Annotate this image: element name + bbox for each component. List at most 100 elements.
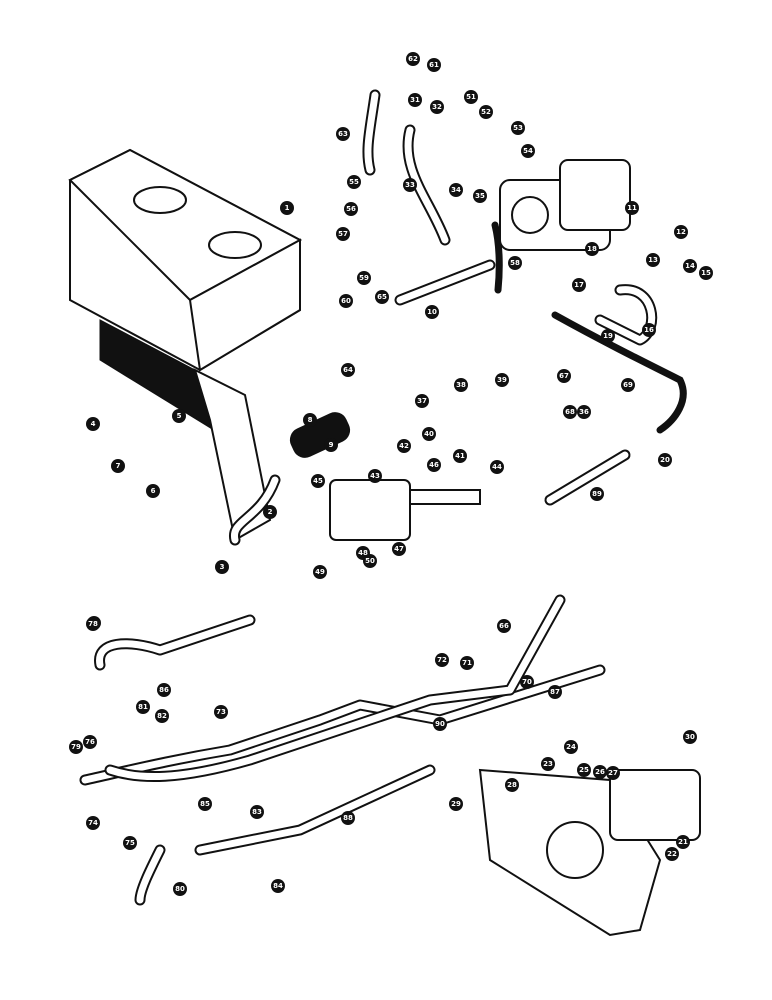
callout-79: 79 xyxy=(69,740,83,754)
callout-32: 32 xyxy=(430,100,444,114)
callout-16: 16 xyxy=(642,323,656,337)
callout-label: 71 xyxy=(462,659,472,667)
callout-11: 11 xyxy=(625,201,639,215)
callout-label: 64 xyxy=(343,366,353,374)
hydraulic-hoses xyxy=(289,221,687,458)
callout-13: 13 xyxy=(646,253,660,267)
callout-label: 39 xyxy=(497,376,507,384)
callout-38: 38 xyxy=(454,378,468,392)
callout-label: 26 xyxy=(595,768,605,776)
callout-49: 49 xyxy=(313,565,327,579)
callout-label: 6 xyxy=(151,487,156,495)
callout-label: 81 xyxy=(138,703,148,711)
callout-24: 24 xyxy=(564,740,578,754)
callout-69: 69 xyxy=(621,378,635,392)
callout-72: 72 xyxy=(435,653,449,667)
callout-label: 80 xyxy=(175,885,185,893)
callout-60: 60 xyxy=(339,294,353,308)
callout-label: 12 xyxy=(676,228,686,236)
callout-73: 73 xyxy=(214,705,228,719)
callout-label: 82 xyxy=(157,712,167,720)
callout-label: 58 xyxy=(510,259,520,267)
callout-19: 19 xyxy=(601,329,615,343)
callout-62: 62 xyxy=(406,52,420,66)
callout-36: 36 xyxy=(577,405,591,419)
callout-25: 25 xyxy=(577,763,591,777)
callout-22: 22 xyxy=(665,847,679,861)
callout-61: 61 xyxy=(427,58,441,72)
callout-31: 31 xyxy=(408,93,422,107)
callout-12: 12 xyxy=(674,225,688,239)
callout-59: 59 xyxy=(357,271,371,285)
callout-label: 85 xyxy=(200,800,210,808)
callout-67: 67 xyxy=(557,369,571,383)
callout-label: 62 xyxy=(408,55,418,63)
callout-label: 14 xyxy=(685,262,695,270)
callout-label: 23 xyxy=(543,760,553,768)
callout-label: 46 xyxy=(429,461,439,469)
callout-5: 5 xyxy=(172,409,186,423)
callout-7: 7 xyxy=(111,459,125,473)
callout-label: 17 xyxy=(574,281,584,289)
callout-76: 76 xyxy=(83,735,97,749)
callout-label: 72 xyxy=(437,656,447,664)
callout-20: 20 xyxy=(658,453,672,467)
callout-label: 21 xyxy=(678,838,688,846)
callout-label: 88 xyxy=(343,814,353,822)
callout-label: 47 xyxy=(394,545,404,553)
callout-58: 58 xyxy=(508,256,522,270)
callout-label: 75 xyxy=(125,839,135,847)
callout-label: 48 xyxy=(358,549,368,557)
callout-14: 14 xyxy=(683,259,697,273)
callout-label: 38 xyxy=(456,381,466,389)
hydraulic-pump xyxy=(499,159,631,251)
callout-label: 68 xyxy=(565,408,575,416)
callout-2: 2 xyxy=(263,505,277,519)
callout-label: 57 xyxy=(338,230,348,238)
callout-71: 71 xyxy=(460,656,474,670)
callout-87: 87 xyxy=(548,685,562,699)
callout-label: 9 xyxy=(329,441,334,449)
callout-83: 83 xyxy=(250,805,264,819)
callout-label: 13 xyxy=(648,256,658,264)
callout-37: 37 xyxy=(415,394,429,408)
callout-label: 32 xyxy=(432,103,442,111)
callout-label: 78 xyxy=(88,620,98,628)
callout-18: 18 xyxy=(585,242,599,256)
callout-label: 2 xyxy=(268,508,273,516)
callout-label: 61 xyxy=(429,61,439,69)
callout-8: 8 xyxy=(303,413,317,427)
callout-26: 26 xyxy=(593,765,607,779)
callout-label: 60 xyxy=(341,297,351,305)
callout-label: 11 xyxy=(627,204,637,212)
callout-label: 24 xyxy=(566,743,576,751)
callout-4: 4 xyxy=(86,417,100,431)
callout-label: 76 xyxy=(85,738,95,746)
callout-46: 46 xyxy=(427,458,441,472)
callout-35: 35 xyxy=(473,189,487,203)
callout-41: 41 xyxy=(453,449,467,463)
callout-85: 85 xyxy=(198,797,212,811)
callout-label: 22 xyxy=(667,850,677,858)
callout-70: 70 xyxy=(520,675,534,689)
callout-15: 15 xyxy=(699,266,713,280)
callout-74: 74 xyxy=(86,816,100,830)
callout-label: 10 xyxy=(427,308,437,316)
callout-label: 55 xyxy=(349,178,359,186)
callout-label: 7 xyxy=(116,462,121,470)
callout-86: 86 xyxy=(157,683,171,697)
callout-label: 1 xyxy=(285,204,290,212)
callout-63: 63 xyxy=(336,127,350,141)
pipe-network xyxy=(79,89,658,906)
callout-label: 41 xyxy=(455,452,465,460)
callout-label: 27 xyxy=(608,769,618,777)
control-valve xyxy=(329,479,481,541)
callout-label: 19 xyxy=(603,332,613,340)
callout-17: 17 xyxy=(572,278,586,292)
callout-33: 33 xyxy=(403,178,417,192)
callout-label: 29 xyxy=(451,800,461,808)
callout-52: 52 xyxy=(479,105,493,119)
pump-mount-bracket xyxy=(478,768,701,937)
callout-45: 45 xyxy=(311,474,325,488)
